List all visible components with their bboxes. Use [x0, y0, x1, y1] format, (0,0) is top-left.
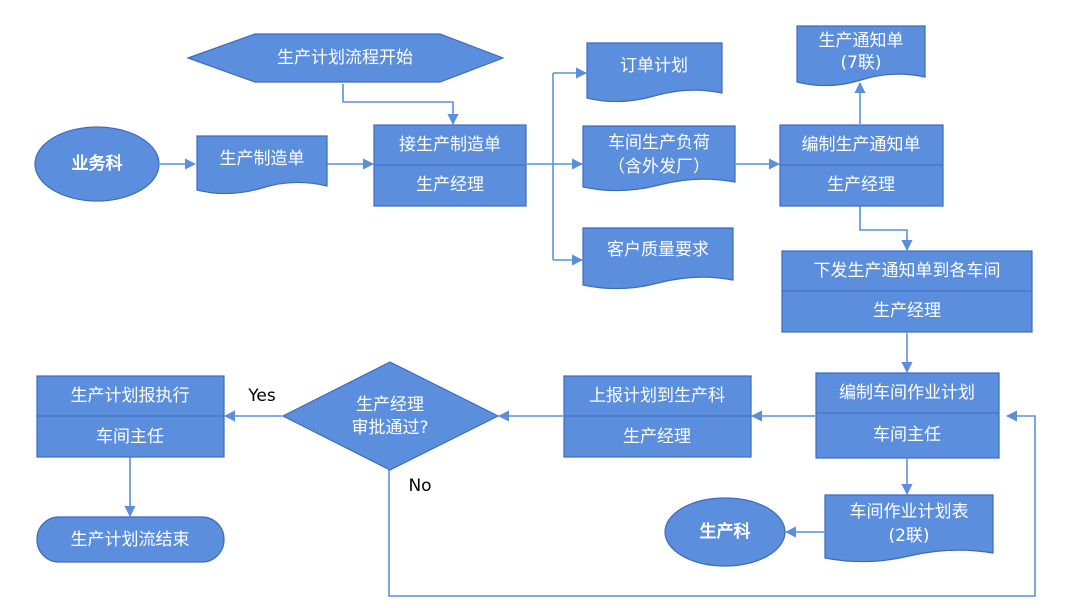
workshop-plan-table-doc[interactable]: 车间作业计划表 (2联): [824, 494, 994, 563]
production-dept-node[interactable]: 生产科: [664, 497, 786, 567]
workshop-load-line1: 车间生产负荷: [608, 133, 710, 153]
workshop-plan-table-line1: 车间作业计划表: [850, 502, 969, 522]
notice-doc-line2: (7联): [840, 53, 881, 73]
compile-workshop-plan-role: 车间主任: [873, 425, 941, 445]
receive-order-node[interactable]: 接生产制造单 生产经理: [373, 124, 527, 207]
start-node[interactable]: 生产计划流程开始: [186, 33, 505, 83]
compile-notice-role: 生产经理: [827, 175, 895, 195]
end-node[interactable]: 生产计划流结束: [36, 516, 225, 563]
production-order-doc[interactable]: 生产制造单: [196, 135, 328, 195]
order-plan-doc[interactable]: 订单计划: [586, 42, 723, 103]
report-plan-node[interactable]: 上报计划到生产科 生产经理: [563, 375, 752, 458]
production-dept-label: 生产科: [700, 521, 751, 542]
start-label: 生产计划流程开始: [277, 48, 413, 68]
receive-order-role: 生产经理: [416, 175, 484, 195]
customer-quality-doc[interactable]: 客户质量要求: [582, 227, 734, 290]
compile-workshop-plan-node[interactable]: 编制车间作业计划 车间主任: [815, 372, 1000, 459]
workshop-load-line2: （含外发厂）: [608, 157, 710, 177]
issue-notice-role: 生产经理: [873, 301, 941, 321]
compile-notice-title: 编制生产通知单: [802, 135, 921, 155]
customer-quality-label: 客户质量要求: [607, 240, 709, 260]
report-plan-title: 上报计划到生产科: [589, 386, 725, 406]
compile-workshop-plan-title: 编制车间作业计划: [839, 383, 975, 403]
execute-plan-node[interactable]: 生产计划报执行 车间主任: [36, 375, 225, 458]
production-order-label: 生产制造单: [220, 149, 305, 169]
connector-no-loop: [388, 410, 1036, 597]
decision-line2: 审批通过?: [351, 418, 428, 438]
compile-notice-node[interactable]: 编制生产通知单 生产经理: [779, 124, 944, 207]
receive-order-title: 接生产制造单: [399, 135, 501, 155]
order-plan-label: 订单计划: [620, 56, 688, 76]
no-label: No: [408, 476, 431, 496]
business-dept-label: 业务科: [72, 153, 123, 174]
connector-start-to-receive: [342, 84, 459, 126]
workshop-plan-table-line2: (2联): [888, 526, 929, 546]
connector-compile-notice-to-issue: [859, 206, 913, 252]
issue-notice-title: 下发生产通知单到各车间: [814, 261, 1001, 281]
notice-doc[interactable]: 生产通知单 (7联): [796, 25, 926, 87]
decision-line1: 生产经理: [356, 395, 424, 415]
connectors: [124, 67, 1036, 597]
business-dept-node[interactable]: 业务科: [34, 126, 160, 202]
execute-plan-title: 生产计划报执行: [71, 386, 190, 406]
end-label: 生产计划流结束: [71, 530, 190, 550]
issue-notice-node[interactable]: 下发生产通知单到各车间 生产经理: [781, 250, 1033, 333]
decision-node[interactable]: 生产经理 审批通过?: [281, 361, 500, 471]
report-plan-role: 生产经理: [623, 427, 691, 447]
notice-doc-line1: 生产通知单: [819, 31, 904, 51]
yes-label: Yes: [247, 386, 276, 406]
execute-plan-role: 车间主任: [96, 427, 164, 447]
workshop-load-doc[interactable]: 车间生产负荷 （含外发厂）: [582, 125, 736, 192]
